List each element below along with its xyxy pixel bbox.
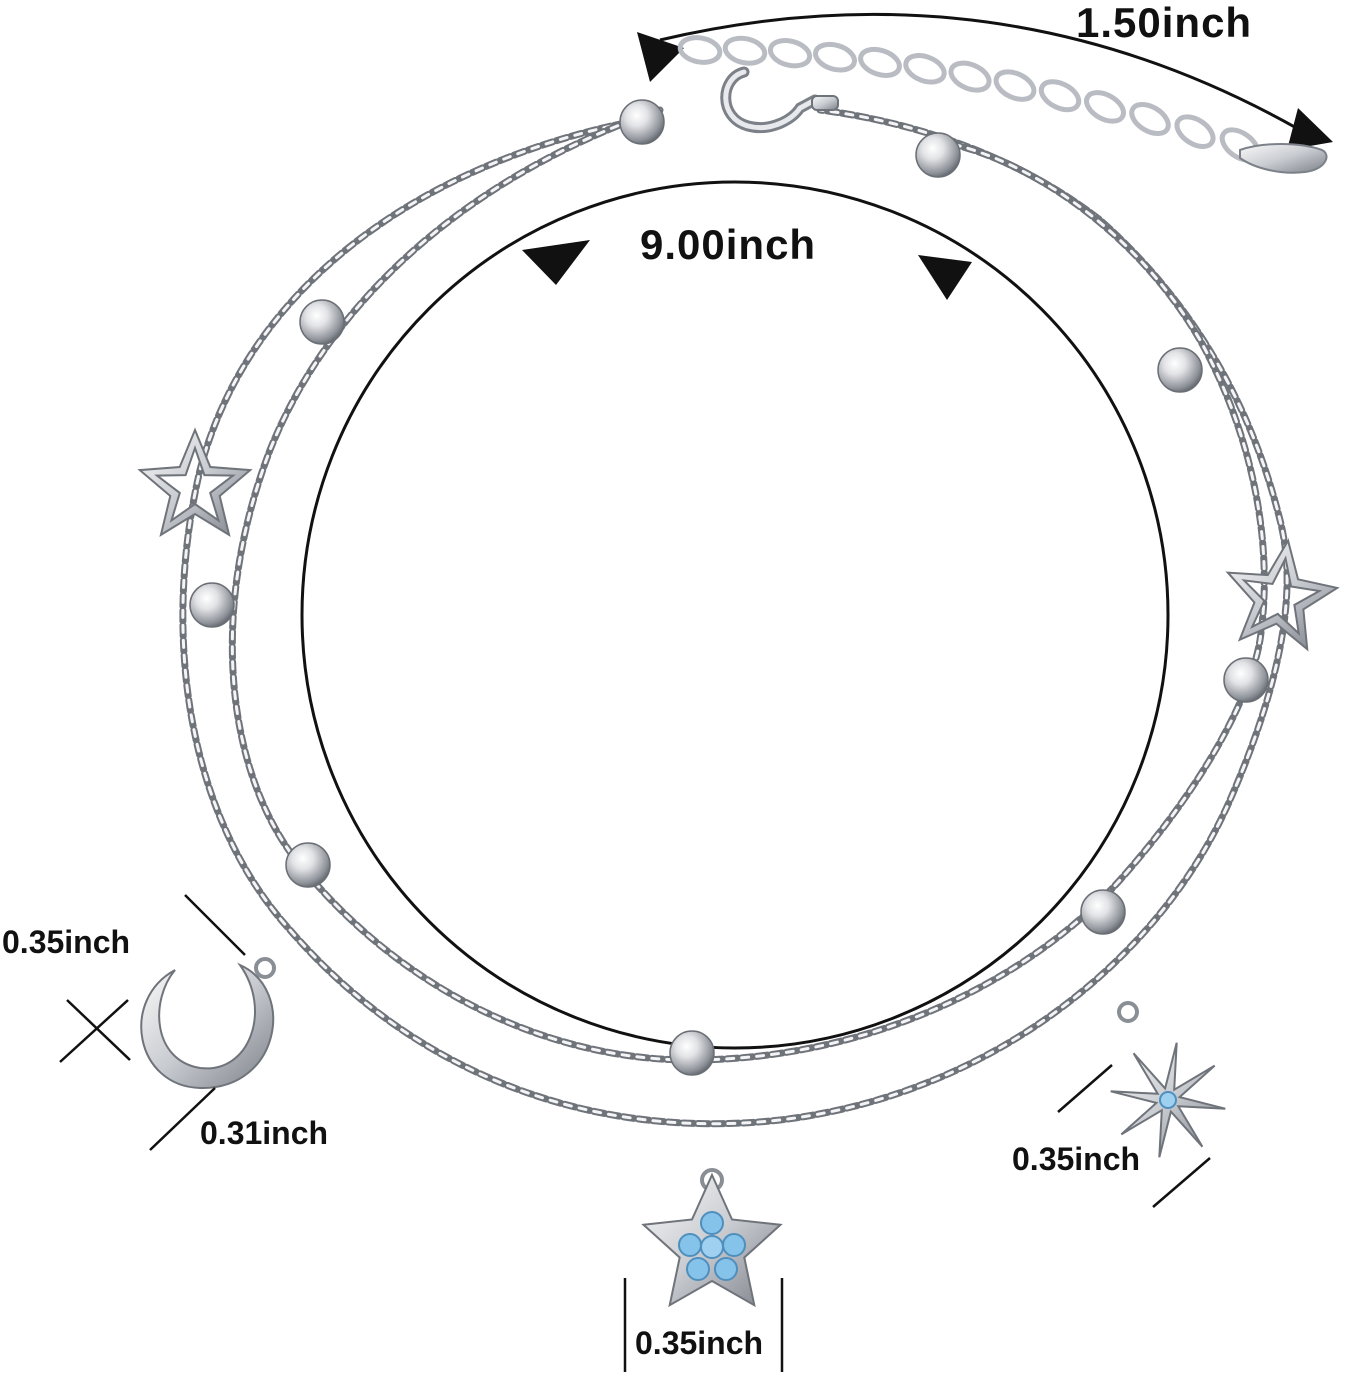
silver-bead [299,299,345,345]
bead-stations [189,99,1269,1076]
extender-arc [659,12,1301,132]
crystal-stones [678,1211,746,1281]
moon-width-label: 0.31inch [200,1115,329,1151]
blue-star-dimension-lines [623,1278,784,1372]
moon-height-label: 0.35inch [2,924,131,960]
extender-tail-drop [1239,143,1328,174]
extender-chain [677,35,1261,163]
hollow-star-charm [137,427,253,538]
extender-arrow-left [637,32,684,82]
crescent-moon-charm [140,957,276,1090]
chain-strands [179,106,1291,1128]
silver-bead [1157,347,1203,393]
extender-link [1129,101,1171,137]
blue-crystal-star-charm [641,1168,783,1308]
extender-link [1038,79,1082,113]
chain-strand-highlight [230,108,1266,1062]
silver-bead [915,132,961,178]
silver-bead [669,1030,715,1076]
silver-bead [619,99,665,145]
extender-link [767,38,813,69]
extender-link [813,41,857,73]
lobster-clasp [720,66,839,133]
north-star-charm [1110,1001,1226,1158]
blue-star-width-label: 0.35inch [635,1325,764,1361]
extender-link [722,35,768,66]
extender-link [903,53,947,85]
extender-link [1174,114,1216,150]
inner-size-circle [300,180,1170,1050]
extender-link [858,46,902,78]
extender-length-label: 1.50inch [1076,0,1253,46]
circle-arrow-right [918,255,972,300]
silver-bead [189,582,235,628]
silver-bead [285,842,331,888]
moon-dimension-lines [59,894,246,1151]
silver-bead [1223,657,1269,703]
extender-link [1084,90,1126,124]
extender-link [948,60,992,93]
chain-length-label: 9.00inch [640,221,817,268]
extender-arrow-right [1287,108,1333,150]
hollow-star-charm [1225,537,1340,652]
north-star-dimension-lines [1057,1064,1211,1208]
extender-link [677,35,723,65]
north-star-width-label: 0.35inch [1012,1141,1141,1177]
circle-arrow-left [522,240,590,285]
extender-link [993,69,1037,102]
silver-bead [1080,889,1126,935]
